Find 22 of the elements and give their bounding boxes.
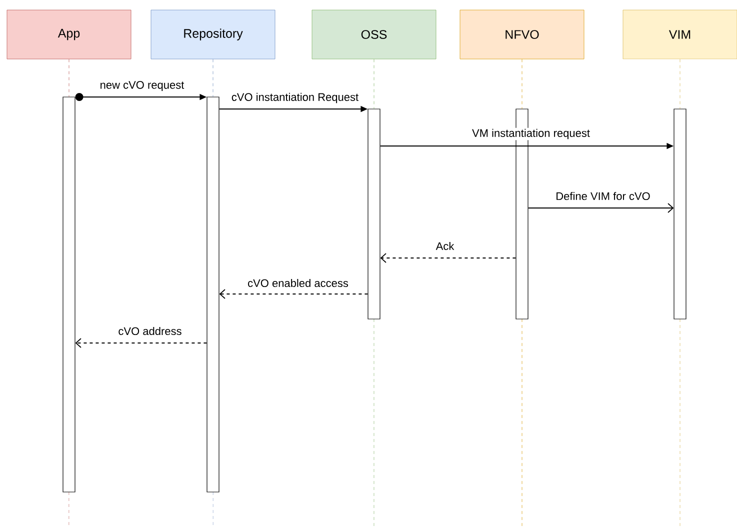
edge-label: cVO enabled access (246, 278, 350, 288)
participant-box: NFVO (460, 10, 584, 60)
participant-box: Repository (150, 10, 276, 60)
activation-bar (206, 96, 220, 492)
participant-box: OSS (312, 10, 436, 60)
message-arrow (380, 253, 516, 263)
participant-box: VIM (622, 10, 737, 60)
activation-bar (368, 108, 380, 320)
lifeline (68, 59, 70, 97)
activation-bar (674, 108, 686, 320)
lifeline (212, 59, 214, 97)
edge-label: Define VIM for cVO (554, 190, 652, 202)
message-arrow (528, 203, 674, 213)
edge-label: Ack (434, 240, 456, 252)
participant-box: App (6, 10, 132, 60)
edge-label: cVO instantiation Request (230, 92, 360, 104)
edge-label: cVO address (117, 326, 183, 336)
activation-bar (62, 96, 76, 492)
edge-label: new cVO request (98, 80, 186, 92)
message-arrow (75, 338, 208, 348)
message-arrow (219, 289, 368, 299)
edge-label: VM instantiation request (471, 128, 591, 140)
